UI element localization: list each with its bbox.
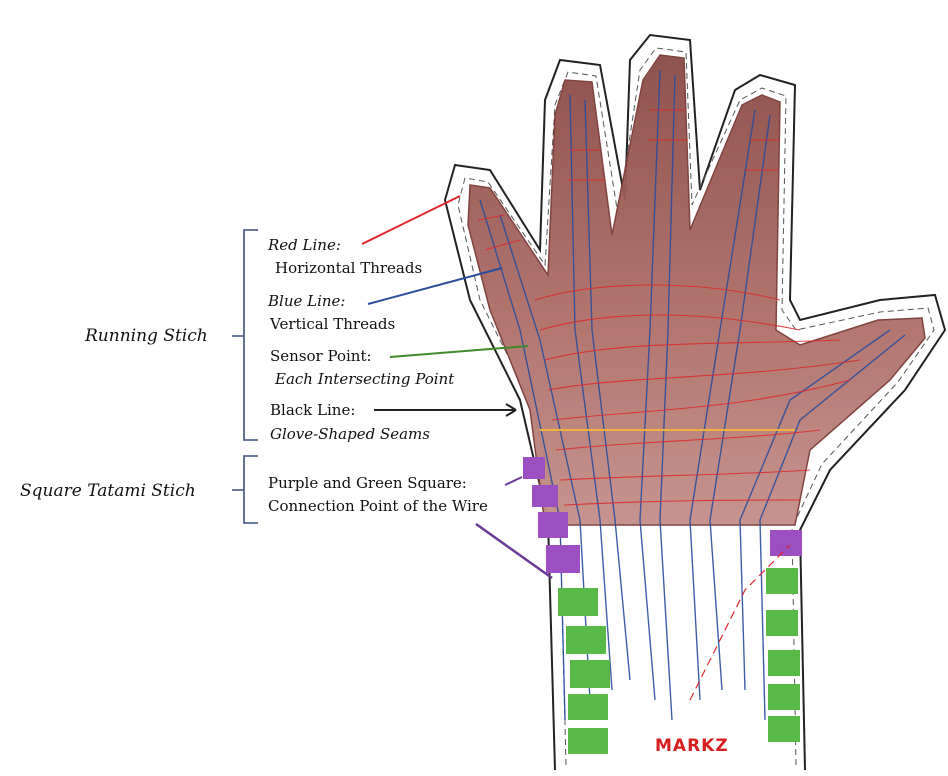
blue-line-title: Blue Line: (268, 292, 345, 310)
purple-square (770, 530, 802, 556)
black-line-title: Black Line: (270, 401, 355, 419)
square-desc: Connection Point of the Wire (268, 497, 488, 515)
green-square (768, 684, 800, 710)
running-stich-bracket (232, 230, 258, 440)
black-line-desc: Glove-Shaped Seams (270, 425, 430, 443)
green-square (766, 568, 798, 594)
green-square (766, 610, 798, 636)
mark-label: MARKZ (655, 736, 729, 756)
blue-line-desc: Vertical Threads (270, 315, 395, 333)
sensor-point-title: Sensor Point: (270, 347, 372, 365)
green-square (570, 660, 610, 688)
purple-square (532, 485, 558, 507)
square-callout-upper (505, 477, 522, 485)
green-square (566, 626, 606, 654)
purple-square (538, 512, 568, 538)
red-line-title: Red Line: (268, 236, 341, 254)
green-square (568, 694, 608, 720)
red-line-callout (362, 196, 460, 244)
green-square (568, 728, 608, 754)
square-title: Purple and Green Square: (268, 474, 467, 492)
green-square (768, 716, 800, 742)
sensor-point-desc: Each Intersecting Point (275, 370, 454, 388)
purple-square (523, 457, 545, 479)
tatami-stich-label: Square Tatami Stich (20, 481, 196, 501)
green-square (558, 588, 598, 616)
red-line-desc: Horizontal Threads (275, 259, 422, 277)
purple-square (546, 545, 580, 573)
tatami-stich-bracket (232, 456, 258, 523)
green-square (768, 650, 800, 676)
running-stich-label: Running Stich (85, 326, 208, 346)
